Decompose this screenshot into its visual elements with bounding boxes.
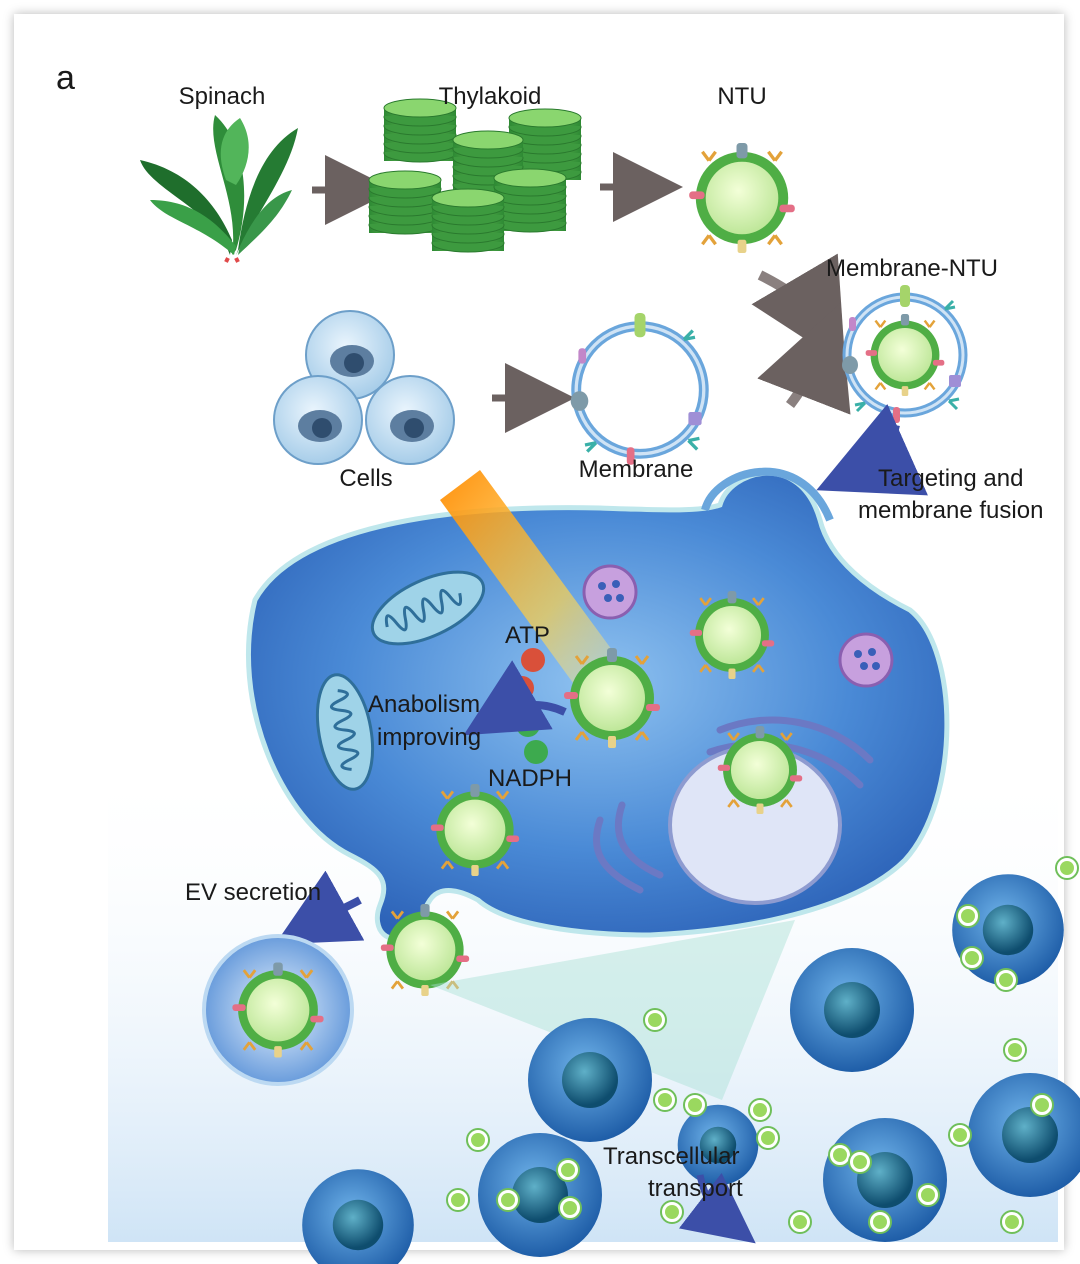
label-spinach: Spinach (178, 83, 266, 110)
label-anabolism-line2: improving (377, 724, 482, 751)
nadph-dot-2 (524, 740, 548, 764)
mitochondrion-1 (370, 570, 486, 646)
atp-dot-1 (521, 648, 545, 672)
arrow-anabolism (463, 660, 567, 736)
lysosome-2 (838, 632, 894, 688)
arrow-membrane-to-membrane-ntu (757, 303, 851, 415)
arrow-ev-secretion (275, 870, 365, 945)
thylakoid-stacks (368, 98, 582, 253)
light-beam (440, 470, 645, 720)
label-transcellular-line1: Transcellular (603, 1143, 740, 1170)
ntu-vesicle (687, 141, 797, 255)
fusion-membrane-cap (701, 467, 834, 522)
label-targeting-line1: Targeting and (878, 465, 1024, 492)
thylakoid-stack (368, 170, 442, 235)
thylakoid-stack (493, 168, 567, 233)
arrow-targeting (816, 403, 929, 496)
label-transcellular-line2: transport (648, 1175, 743, 1202)
thylakoid-stack (431, 188, 505, 253)
label-ev-secretion: EV secretion (185, 879, 322, 906)
label-cells: Cells (339, 465, 393, 492)
cells-group (273, 310, 455, 465)
label-thylakoid: Thylakoid (438, 83, 542, 110)
thylakoid-stack (383, 98, 457, 163)
label-atp: ATP (505, 622, 550, 649)
label-nadph: NADPH (488, 765, 573, 792)
membrane-vesicle (571, 313, 704, 465)
extracellular-vesicle (202, 934, 354, 1086)
label-membrane-ntu: Membrane-NTU (825, 255, 999, 282)
transcellular-cone (430, 920, 795, 1100)
mitochondrion-2 (315, 673, 375, 791)
label-membrane: Membrane (578, 456, 694, 483)
label-ntu: NTU (717, 83, 767, 110)
nadph-dot-1 (516, 713, 540, 737)
spinach-illustration (140, 115, 298, 263)
lysosome-1 (582, 564, 638, 620)
arrow-ntu-to-membrane-ntu (751, 253, 846, 366)
panel-letter: a (56, 59, 75, 97)
membrane-ntu-vesicle (842, 285, 963, 423)
label-anabolism-line1: Anabolism (368, 691, 481, 718)
atp-dot-2 (510, 676, 534, 700)
arrow-transcellular (678, 1172, 756, 1244)
label-targeting-line2: membrane fusion (858, 497, 1044, 524)
